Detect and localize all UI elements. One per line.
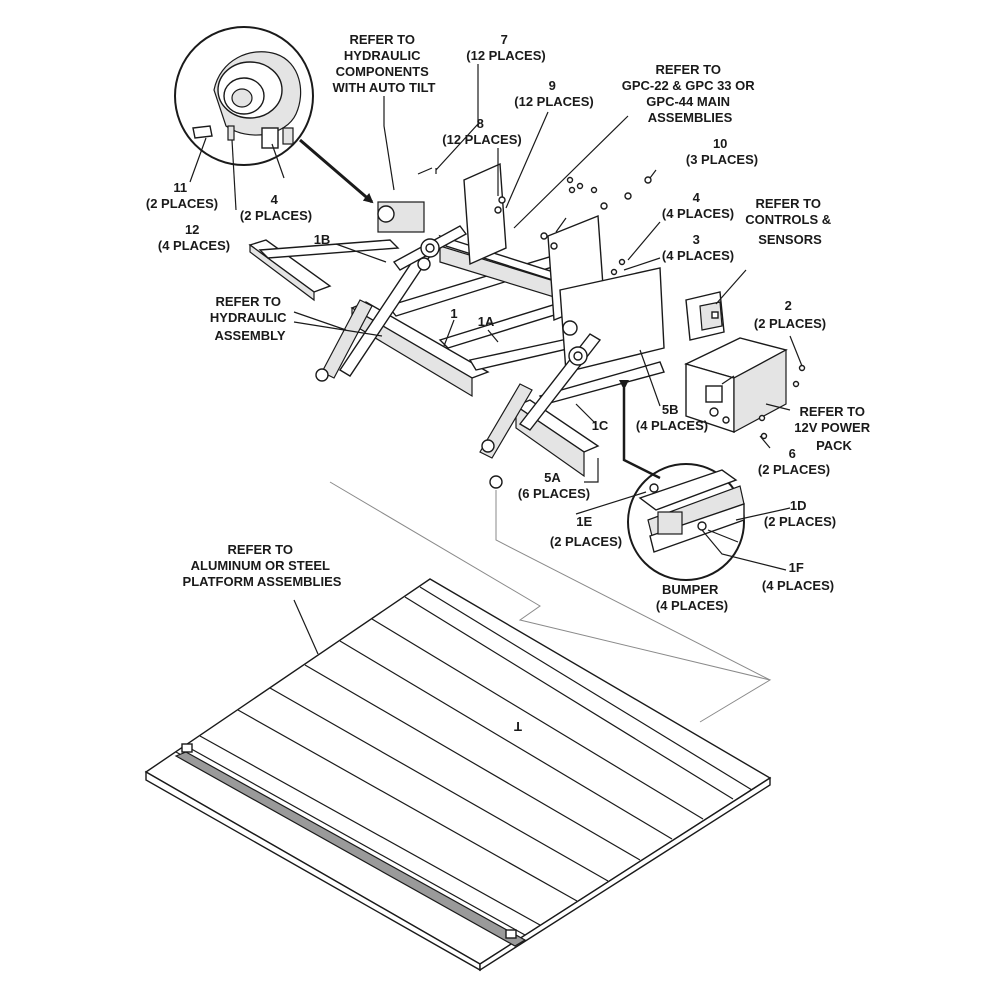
callout-2: 2 (2 PLACES): [754, 298, 826, 331]
callout-5a: 5A (6 PLACES): [518, 470, 590, 501]
controls-sensors-bracket: [685, 291, 725, 341]
callout-6: 6 (2 PLACES): [758, 446, 830, 477]
callout-1: 1: [450, 306, 457, 321]
callout-7: 7 (12 PLACES): [466, 32, 545, 63]
callout-1e: 1E (2 PLACES): [550, 514, 622, 549]
callout-3: 3 (4 PLACES): [662, 232, 734, 263]
callout-12: 12 (4 PLACES): [158, 222, 230, 253]
callout-4-four-places: 4 (4 PLACES): [662, 190, 734, 221]
callout-5b: 5B (4 PLACES): [636, 402, 708, 433]
detail-arrow-top: [299, 138, 374, 204]
detail-circle-bumper: [627, 463, 745, 581]
label-hydraulic-components: REFER TO HYDRAULIC COMPONENTS WITH AUTO …: [332, 32, 435, 95]
callout-11: 11 (2 PLACES): [146, 180, 218, 211]
callout-9: 9 (12 PLACES): [514, 78, 593, 109]
phantom-line-right: [495, 490, 771, 681]
label-bumper: BUMPER (4 PLACES): [656, 582, 728, 613]
callout-labels: REFER TO HYDRAULIC COMPONENTS WITH AUTO …: [146, 32, 873, 613]
callout-1b: 1B: [314, 232, 331, 247]
phantom-line-left: [329, 481, 772, 723]
callout-8: 8 (12 PLACES): [442, 116, 521, 147]
callout-1d: 1D (2 PLACES): [764, 498, 836, 529]
callout-1a: 1A: [478, 314, 495, 329]
callout-4-two-places: 4 (2 PLACES): [240, 192, 312, 223]
detail-arrow-bumper: [619, 380, 661, 480]
callout-1f: 1F (4 PLACES): [762, 560, 834, 593]
callout-1c: 1C: [592, 418, 609, 433]
leader-lines: [189, 64, 803, 655]
lift-frame: [248, 162, 665, 489]
platform-assembly: T: [144, 578, 772, 972]
callout-10: 10 (3 PLACES): [686, 136, 758, 167]
label-controls-sensors: REFER TO CONTROLS & SENSORS: [745, 196, 835, 247]
power-pack: [684, 337, 788, 434]
platform-mark: T: [514, 719, 522, 734]
label-hydraulic-assembly: REFER TO HYDRAULIC ASSEMBLY: [210, 294, 290, 343]
label-power-pack: REFER TO 12V POWER PACK: [794, 404, 873, 453]
label-platform: REFER TO ALUMINUM OR STEEL PLATFORM ASSE…: [183, 542, 342, 589]
detail-circle-top: [174, 26, 314, 166]
label-main-assemblies: REFER TO GPC-22 & GPC 33 OR GPC-44 MAIN …: [622, 62, 759, 125]
hardware-parts: [417, 167, 806, 440]
